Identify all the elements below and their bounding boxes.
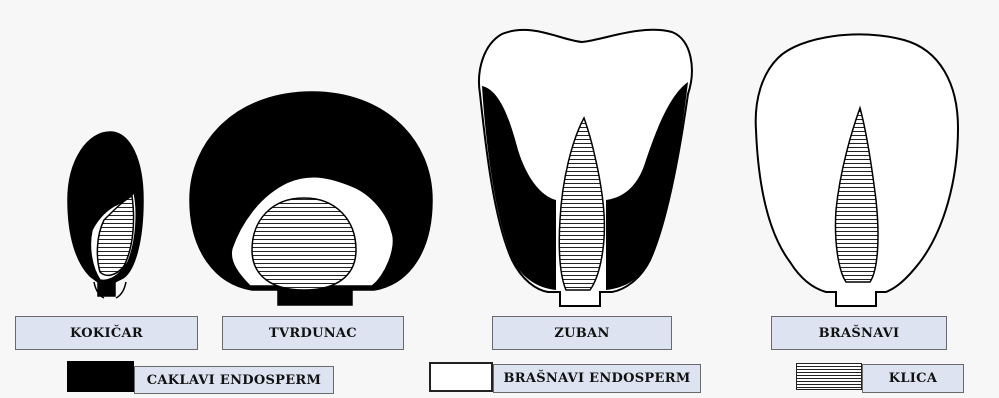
legend-label-vitreous: CAKLAVI ENDOSPERM xyxy=(134,366,334,394)
legend-label-floury: BRAŠNAVI ENDOSPERM xyxy=(493,364,701,393)
label-brasnavi: BRAŠNAVI xyxy=(771,316,947,350)
kernel-kokicar xyxy=(68,132,143,298)
kernel-brasnavi xyxy=(756,34,958,306)
legend-swatch-floury xyxy=(429,362,493,392)
kernel-zuban xyxy=(479,30,692,306)
label-kokicar: KOKIČAR xyxy=(15,316,198,350)
kernel-tvrdunac xyxy=(190,92,432,305)
legend-label-germ: KLICA xyxy=(862,364,964,393)
label-zuban: ZUBAN xyxy=(492,316,672,350)
legend-swatch-vitreous xyxy=(67,361,134,392)
label-tvrdunac: TVRDUNAC xyxy=(222,316,404,350)
kernel-diagrams xyxy=(0,0,999,310)
legend-swatch-germ xyxy=(796,363,862,390)
